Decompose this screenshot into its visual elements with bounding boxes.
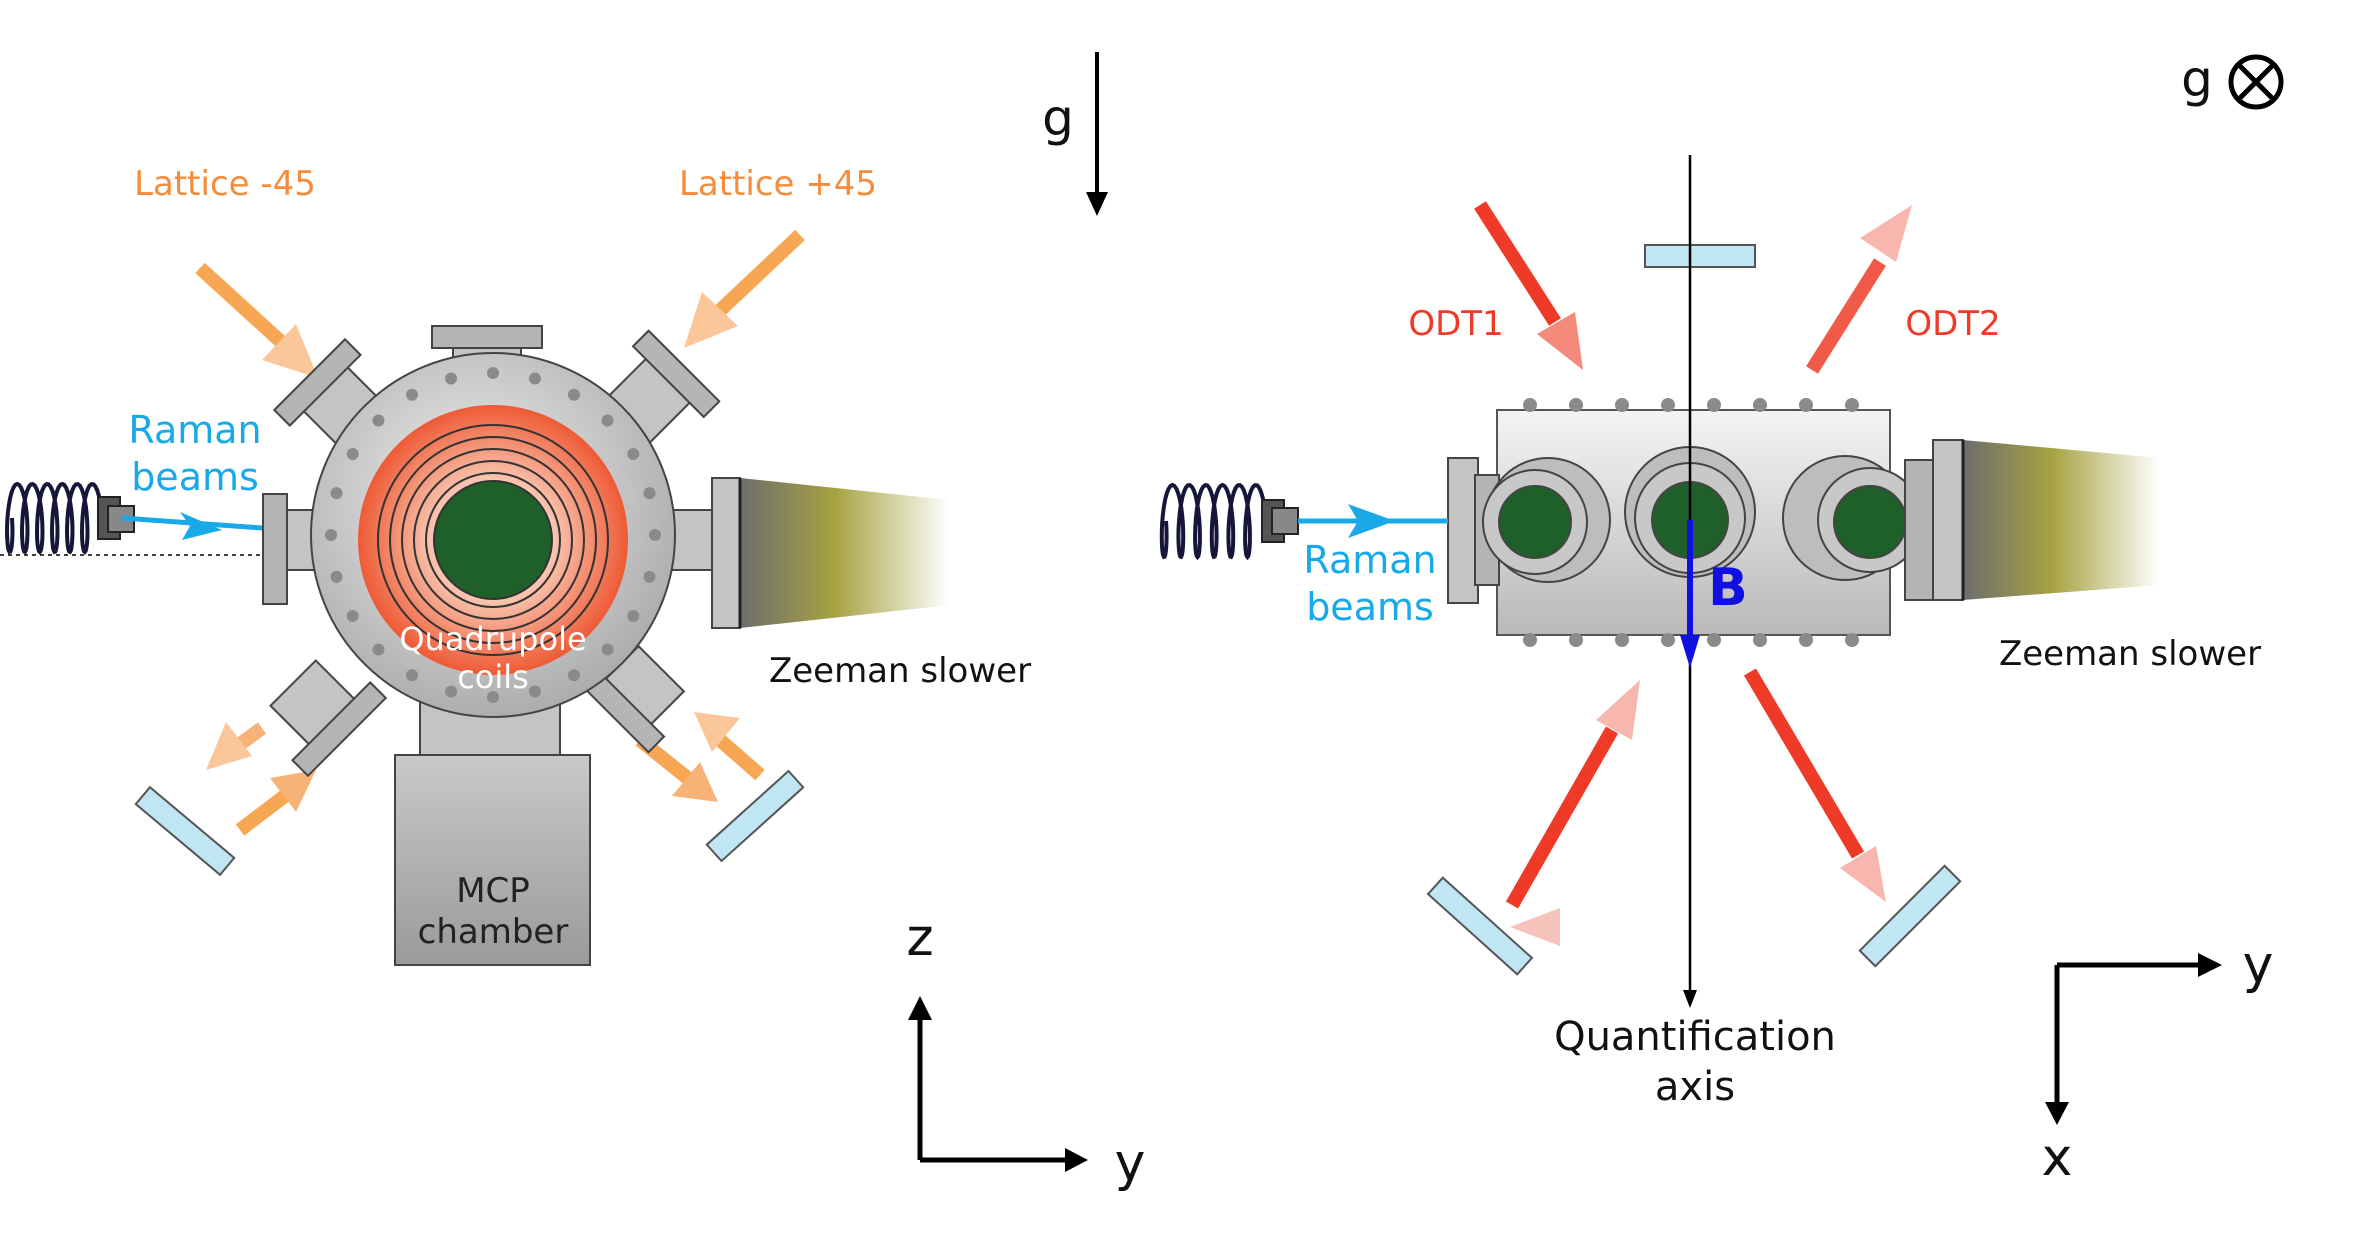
bolt: [372, 414, 385, 427]
bolt: [406, 669, 418, 682]
cell-viewports: [1482, 446, 1923, 583]
bolt: [1799, 398, 1813, 412]
chamber-window: [433, 480, 553, 600]
bolt: [528, 372, 541, 385]
bolt: [346, 610, 359, 622]
right-axis-x-label: x: [2042, 1128, 2073, 1188]
quant-axis-label-line2: axis: [1655, 1064, 1735, 1110]
into-page-icon: [2228, 54, 2284, 110]
mcp-label-line2: chamber: [418, 912, 569, 952]
bolt: [1523, 398, 1537, 412]
bolt: [643, 487, 656, 500]
bolt: [627, 448, 640, 460]
coil-windings: [377, 424, 609, 656]
left-raman-label-line1: Raman: [128, 408, 261, 452]
bolt: [1615, 398, 1629, 412]
bolt: [330, 570, 343, 583]
lattice-plus-beam: [684, 229, 805, 348]
right-axes: y x: [2042, 935, 2274, 1188]
left-axis-z-label: z: [906, 908, 933, 968]
odt2-label: ODT2: [1905, 304, 2000, 344]
field-label: B: [1708, 558, 1748, 618]
right-panel: B ODT1 ODT2 Raman beams Zeeman slower Qu…: [1159, 50, 2284, 1188]
quant-axis-label-line1: Quantification: [1554, 1014, 1836, 1060]
right-mirror-left: [1426, 876, 1534, 976]
right-left-flange: [1447, 457, 1479, 604]
bolt: [325, 529, 337, 541]
left-axis-y-label: y: [1115, 1133, 1146, 1193]
bolt: [330, 487, 343, 500]
bolt: [643, 570, 656, 583]
bolt: [445, 372, 458, 385]
odt1-label: ODT1: [1408, 304, 1503, 344]
odt1-beam: [1474, 201, 1583, 370]
left-mirror-1: [134, 785, 236, 877]
bolt: [627, 610, 640, 622]
mcp-label-line1: MCP: [456, 871, 530, 911]
cell-bottom-bolts: [1523, 633, 1859, 647]
bolt: [346, 448, 359, 460]
bolt: [1707, 633, 1721, 647]
right-raman-beam: [1159, 482, 1448, 561]
lattice-lower-right-beams: [635, 712, 765, 802]
bolt: [487, 367, 499, 379]
right-raman-label-line2: beams: [1306, 585, 1434, 629]
right-gravity-label: g: [2181, 50, 2213, 108]
bolt: [1569, 398, 1583, 412]
bolt: [1799, 633, 1813, 647]
bolt: [649, 529, 661, 541]
right-top-mirror: [1644, 244, 1756, 268]
left-zeeman-label: Zeeman slower: [769, 651, 1031, 691]
mcp-chamber: [394, 699, 591, 966]
right-zeeman-slower: [1904, 439, 2160, 601]
magnetic-field-arrow: B: [1680, 520, 1748, 668]
cell-top-bolts: [1523, 398, 1859, 412]
odt2-beam: [1806, 205, 1912, 374]
bolt: [1753, 398, 1767, 412]
bolt: [1523, 633, 1537, 647]
bolt: [1569, 633, 1583, 647]
left-axes: z y: [906, 908, 1145, 1193]
left-raman-beam: [0, 481, 263, 556]
bolt: [1845, 398, 1859, 412]
right-gravity-indicator: g: [2181, 50, 2284, 110]
left-gravity-indicator: g: [1042, 52, 1108, 216]
bolt: [445, 685, 458, 698]
left-mirror-2: [705, 769, 805, 863]
left-fiber-coil: [4, 481, 104, 555]
right-zeeman-label: Zeeman slower: [1999, 634, 2261, 674]
bolt: [1661, 633, 1675, 647]
bolt: [568, 388, 580, 401]
lattice-plus-label: Lattice +45: [679, 164, 877, 204]
lattice-minus-beam: [195, 262, 318, 378]
right-raman-label-line1: Raman: [1303, 538, 1436, 582]
bolt: [1845, 633, 1859, 647]
bolt: [601, 414, 614, 427]
left-gravity-label: g: [1042, 89, 1074, 147]
right-axis-y-label: y: [2243, 935, 2274, 995]
bolt: [1661, 398, 1675, 412]
left-zeeman-slower: [711, 477, 950, 629]
bolt: [528, 685, 541, 698]
bolt: [601, 643, 614, 656]
lattice-lower-left-beams: [206, 722, 316, 836]
bolt: [568, 669, 580, 682]
right-mirror-right: [1858, 864, 1962, 968]
chamber-bolts: [325, 367, 661, 703]
left-panel: Lattice -45 Lattice +45 Raman beams Quad…: [0, 52, 1145, 1193]
bolt: [1707, 398, 1721, 412]
bolt: [372, 643, 385, 656]
left-raman-label-line2: beams: [131, 455, 259, 499]
bolt: [1615, 633, 1629, 647]
right-fiber-coil: [1159, 482, 1268, 561]
coils-label-line2: coils: [457, 658, 529, 696]
bolt: [1753, 633, 1767, 647]
bolt: [487, 691, 499, 703]
coils-label-line1: Quadrupole: [399, 620, 586, 658]
odt-return-beams: [1505, 668, 1886, 946]
bolt: [406, 388, 418, 401]
lattice-minus-label: Lattice -45: [134, 164, 316, 204]
